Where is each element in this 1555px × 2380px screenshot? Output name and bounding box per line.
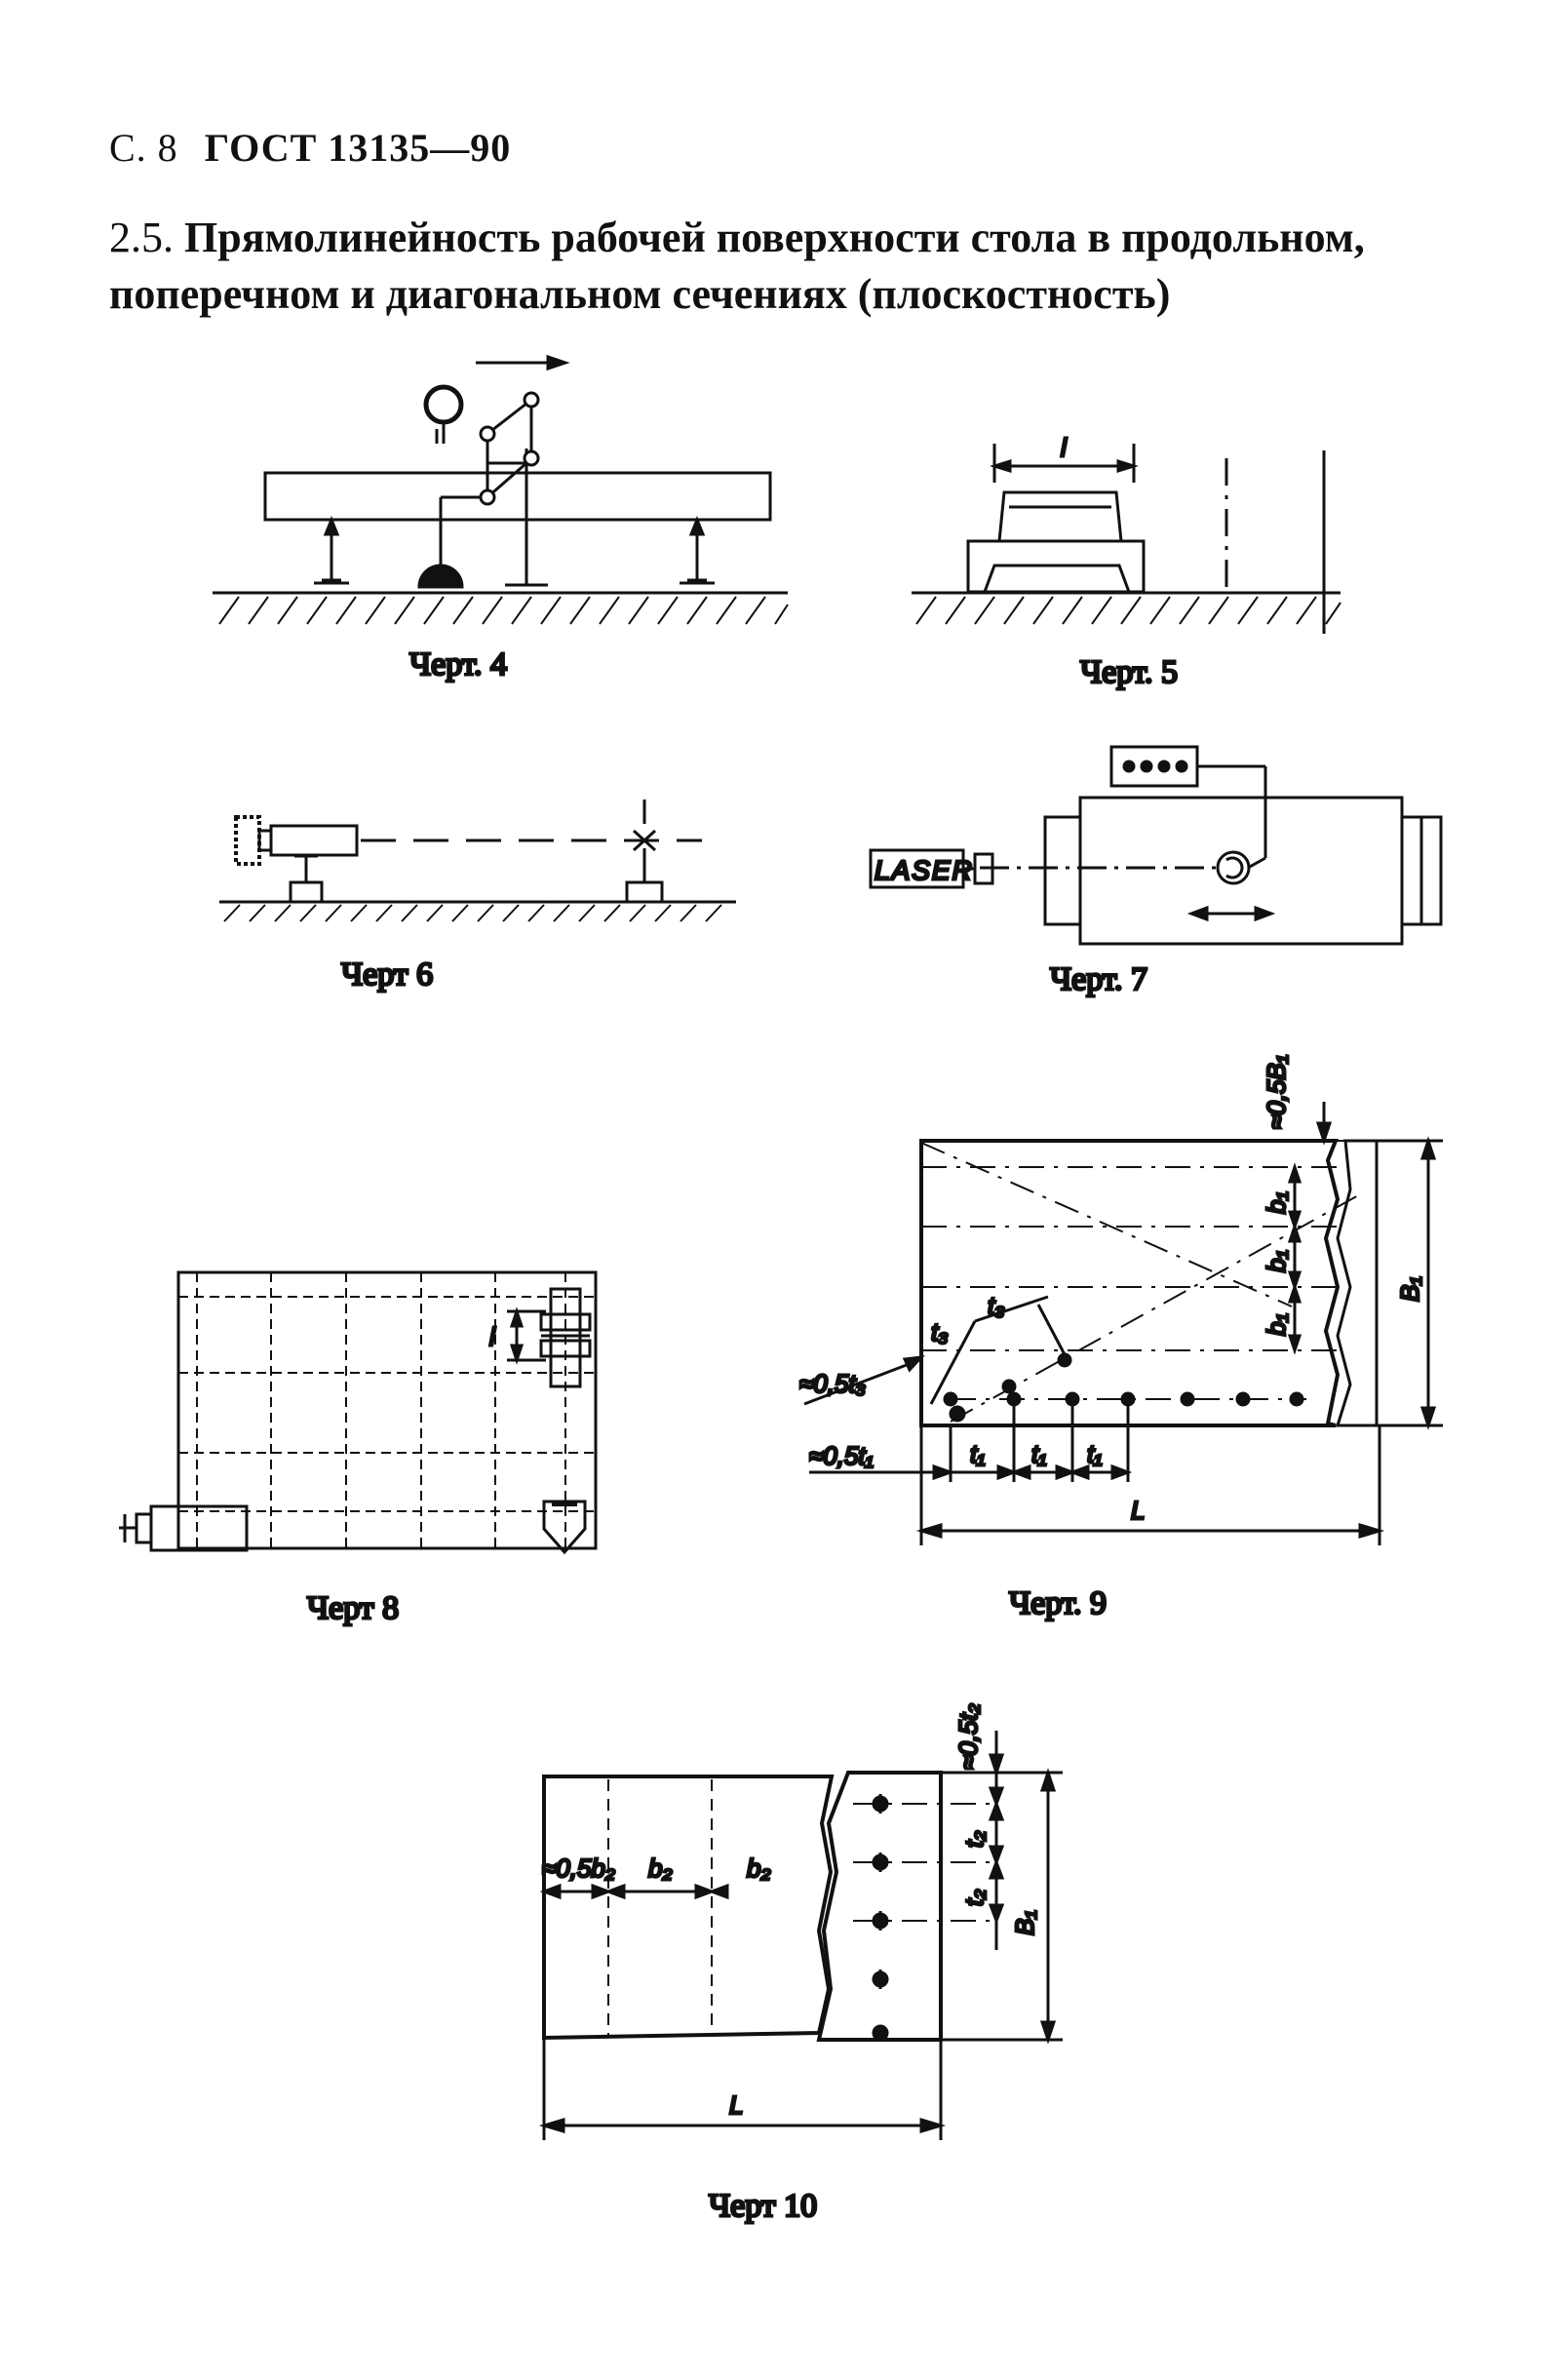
figure-10-label-b2-1: b₂ [648,1853,672,1883]
section-title: Прямолинейность рабочей поверхности стол… [109,214,1365,318]
figure-6-caption: Черт 6 [341,956,433,993]
figure-10-label-b2-2: b₂ [747,1853,770,1883]
figure-10-label-B1: B₁ [1010,1910,1039,1935]
figure-9-label-B1: B₁ [1395,1276,1424,1302]
figure-10-label-L: L [729,2090,743,2120]
figure-5-caption: Черт. 5 [1080,654,1178,690]
figure-10-label-t2-1: t₂ [959,1831,989,1848]
figure-5-drawing [912,444,1341,634]
figure-9-label-half-B1: ≈0,5B₁ [1262,1055,1291,1129]
figure-10-label-half-b2: ≈0,5b₂ [542,1853,615,1883]
figure-10-drawing [538,1731,1063,2140]
figure-9-label-t3-2: t₃ [988,1291,1005,1320]
figure-9-label-b1-2: b₁ [1262,1250,1291,1272]
figure-9-label-half-t3: ≈0,5t₃ [799,1369,866,1398]
figure-9-label-t1-2: t₁ [1031,1439,1046,1468]
figure-9-label-t1-1: t₁ [970,1439,985,1468]
figure-5-dim-l: l [1061,433,1068,462]
figure-8-dim-l: l [489,1322,496,1351]
figure-4-caption: Черт. 4 [409,646,507,683]
figure-10-label-half-t2: ≈0,5t₂ [953,1703,983,1770]
figure-7-drawing [869,745,1443,946]
figure-9-label-t1-3: t₁ [1087,1439,1102,1468]
figure-9-label-t3-1: t₃ [931,1317,949,1346]
figure-9-label-b1-3: b₁ [1262,1313,1291,1336]
figure-7-caption: Черт. 7 [1050,961,1147,997]
section-number: 2.5. [109,214,174,261]
figure-6-drawing [219,800,736,922]
figure-10-label-t2-2: t₂ [959,1890,989,1906]
figure-4-drawing [213,354,789,625]
figure-9-drawing [803,1102,1443,1545]
figure-10-caption: Черт 10 [709,2188,817,2224]
figure-9-label-b1-1: b₁ [1262,1191,1291,1214]
standard-code: ГОСТ 13135—90 [204,126,512,170]
section-heading: 2.5. Прямолинейность рабочей поверхности… [109,210,1464,323]
figure-9-label-L: L [1131,1496,1145,1525]
page-number: С. 8 [109,126,178,170]
page-header: С. 8 ГОСТ 13135—90 [109,125,511,171]
figure-8-drawing [119,1270,598,1555]
figure-8-caption: Черт 8 [307,1590,399,1626]
figure-9-label-half-t1: ≈0,5t₁ [809,1441,874,1470]
figure-9-caption: Черт. 9 [1009,1585,1107,1621]
laser-label: LASER [875,855,974,885]
